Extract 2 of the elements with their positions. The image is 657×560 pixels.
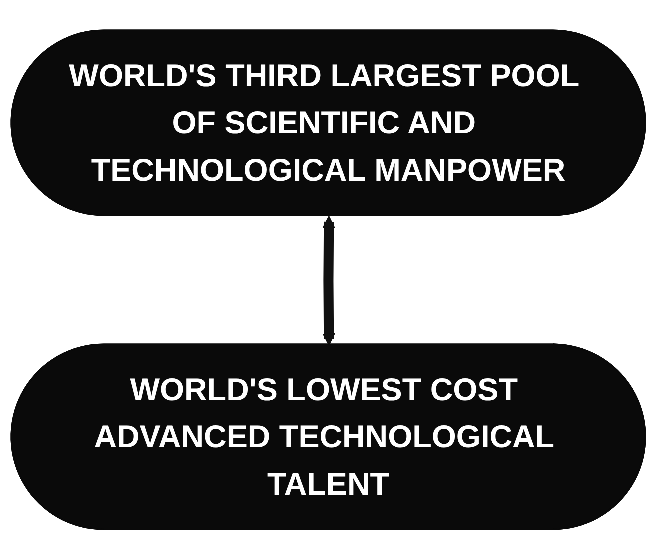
flowchart-drawing: WORLD'S THIRD LARGEST POOL OF SCIENTIFIC AND TECHNOLOGICAL MANPOWER WORLD'S LOWEST COST ADVANCED TECHNOLOGICAL TALENT [0, 19, 657, 541]
arrow [322, 216, 336, 346]
